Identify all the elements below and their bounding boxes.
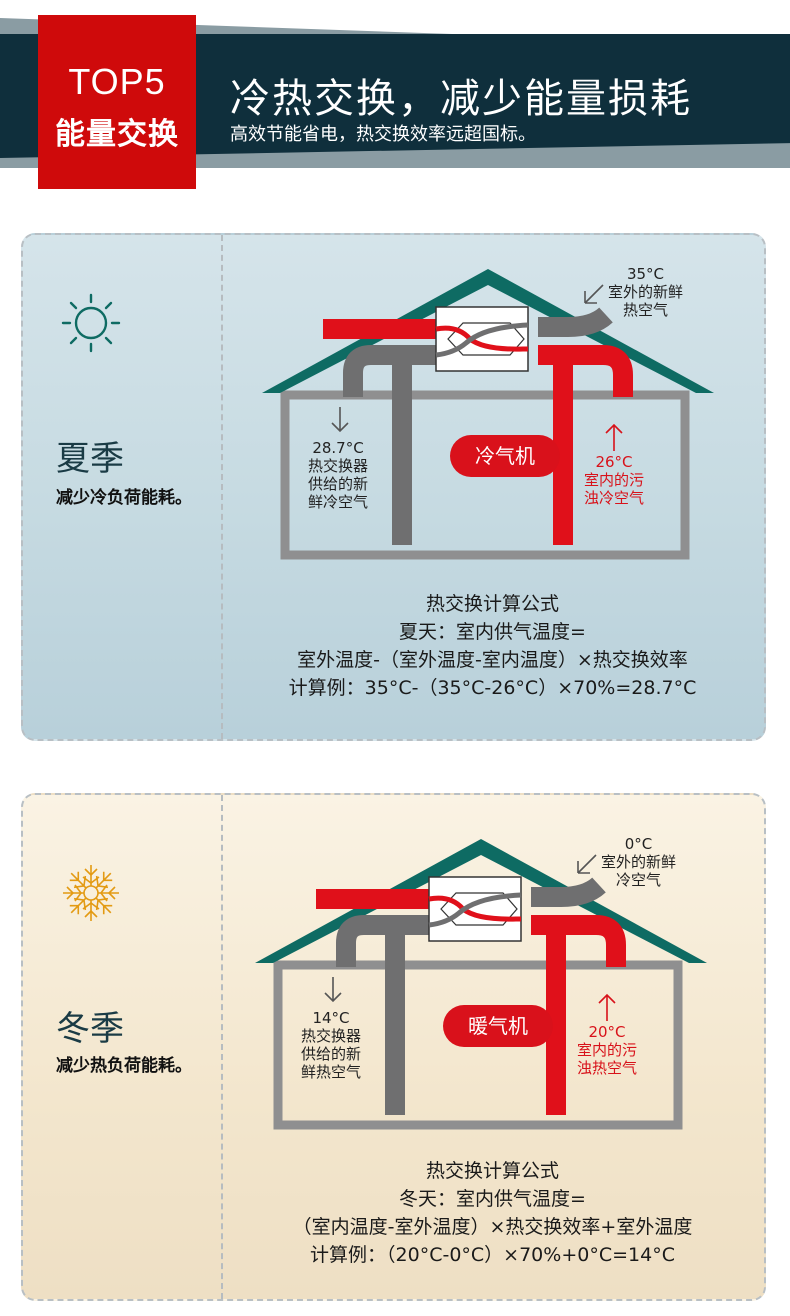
formula-line: 夏天：室内供气温度= xyxy=(399,621,586,643)
formula-example: 计算例：（20°C-0°C）×70%+0°C=14°C xyxy=(310,1244,675,1266)
indoor-label-line: 浊冷空气 xyxy=(584,489,645,507)
supply-temp: 28.7°C xyxy=(312,439,364,457)
outdoor-label-line: 室外的新鲜 xyxy=(601,853,677,871)
supply-label-line: 热交换器 xyxy=(301,1027,362,1045)
page-subtitle: 高效节能省电，热交换效率远超国标。 xyxy=(230,124,536,145)
supply-label-line: 鲜热空气 xyxy=(301,1063,362,1081)
outdoor-label-line: 冷空气 xyxy=(616,871,662,889)
formula-block: 热交换计算公式 夏天：室内供气温度= 室外温度-（室外温度-室内温度）×热交换效… xyxy=(221,590,764,702)
season-desc: 减少热负荷能耗。 xyxy=(56,1056,192,1076)
supply-air-label: 28.7°C 热交换器 供给的新 鲜冷空气 xyxy=(308,439,368,511)
appliance-pill: 暖气机 xyxy=(443,1005,553,1047)
season-name: 夏季 xyxy=(56,439,124,479)
supply-air-label: 14°C 热交换器 供给的新 鲜热空气 xyxy=(301,1009,361,1081)
card-divider xyxy=(221,795,223,1299)
supply-label-line: 供给的新 xyxy=(301,1045,362,1063)
formula-title: 热交换计算公式 xyxy=(425,1160,559,1182)
top5-badge: TOP5 能量交换 xyxy=(38,15,196,189)
formula-line: （室内温度-室外温度）×热交换效率+室外温度 xyxy=(292,1216,693,1238)
winter-card: 冬季 减少热负荷能耗。 0°C 室外的新鲜 xyxy=(21,793,766,1301)
badge-label: 能量交换 xyxy=(55,117,179,152)
supply-label-line: 热交换器 xyxy=(308,457,369,475)
indoor-temp: 26°C xyxy=(595,453,633,471)
supply-temp: 14°C xyxy=(312,1009,350,1027)
outdoor-air-label: 35°C 室外的新鲜 热空气 xyxy=(608,265,683,319)
page-title: 冷热交换，减少能量损耗 xyxy=(230,76,692,122)
card-divider xyxy=(221,235,223,739)
indoor-label-line: 室内的污 xyxy=(577,1041,638,1059)
outdoor-label-line: 室外的新鲜 xyxy=(608,283,684,301)
season-name: 冬季 xyxy=(56,1009,124,1049)
house-diagram-svg xyxy=(255,839,707,1130)
badge-rank: TOP5 xyxy=(68,61,166,102)
indoor-label-line: 室内的污 xyxy=(584,471,645,489)
heat-exchange-diagram: 35°C 室外的新鲜 热空气 28.7°C 热交换器 供给的新 鲜冷空气 26°… xyxy=(248,255,748,575)
sun-icon xyxy=(61,293,121,353)
snowflake-icon xyxy=(62,865,120,922)
season-desc: 减少冷负荷能耗。 xyxy=(56,488,192,508)
indoor-temp: 20°C xyxy=(588,1023,626,1041)
indoor-label-line: 浊热空气 xyxy=(577,1059,638,1077)
supply-label-line: 鲜冷空气 xyxy=(308,493,369,511)
formula-example: 计算例：35°C-（35°C-26°C）×70%=28.7°C xyxy=(288,677,697,699)
appliance-pill: 冷气机 xyxy=(450,435,560,477)
house-diagram-svg xyxy=(262,269,714,560)
outdoor-air-label: 0°C 室外的新鲜 冷空气 xyxy=(601,835,676,889)
outdoor-label-line: 热空气 xyxy=(623,301,669,319)
outdoor-temp: 35°C xyxy=(626,265,665,283)
formula-block: 热交换计算公式 冬天：室内供气温度= （室内温度-室外温度）×热交换效率+室外温… xyxy=(221,1157,764,1269)
supply-label-line: 供给的新 xyxy=(308,475,369,493)
formula-title: 热交换计算公式 xyxy=(425,593,559,615)
formula-line: 冬天：室内供气温度= xyxy=(399,1188,586,1210)
indoor-air-label: 26°C 室内的污 浊冷空气 xyxy=(584,453,644,507)
heat-exchange-diagram: 0°C 室外的新鲜 冷空气 14°C 热交换器 供给的新 鲜热空气 20°C 室… xyxy=(241,825,741,1145)
indoor-air-label: 20°C 室内的污 浊热空气 xyxy=(577,1023,637,1077)
formula-line: 室外温度-（室外温度-室内温度）×热交换效率 xyxy=(297,649,688,671)
outdoor-temp: 0°C xyxy=(624,835,653,853)
summer-card: 夏季 减少冷负荷能耗。 xyxy=(21,233,766,741)
